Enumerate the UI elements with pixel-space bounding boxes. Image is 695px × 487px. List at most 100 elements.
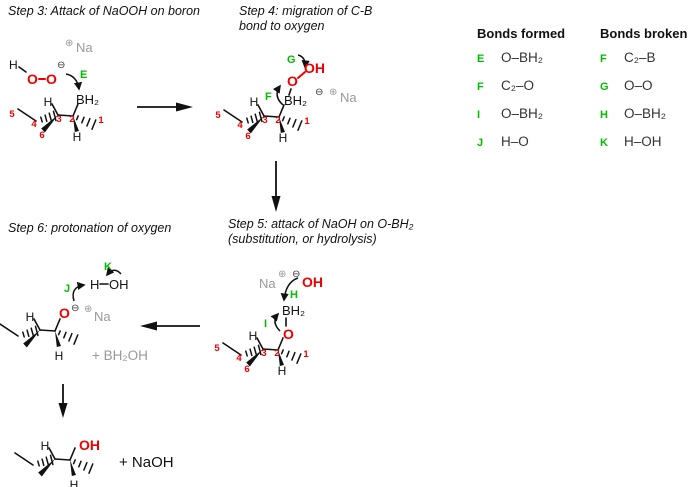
sodium-plus-charge: ⊕ [65,38,73,49]
carbon-number-4: 4 [236,353,242,364]
water-oh-label: OH [109,277,129,292]
curved-arrow-k [105,267,122,277]
step5-title-line1: Step 5: attack of NaOH on O-BH₂ [228,217,414,231]
step4-title-line2: bond to oxygen [239,19,325,33]
curved-arrow-j-label: J [64,283,70,295]
product-oh-label: OH [79,437,100,453]
bonds-broken-table: Bonds broken F C₂–B G O–O H O–BH₂ K H–OH [600,26,687,162]
bond-key: I [477,109,481,121]
peroxide-o1: O [27,71,38,87]
carbon-number-4: 4 [237,120,243,131]
curved-arrow-f-label: F [265,91,272,103]
reaction-arrow-left [140,321,200,331]
curved-arrow-e [65,73,83,91]
curved-arrow-i [270,312,281,332]
table-row: I O–BH₂ [477,106,565,134]
byproduct-label: + BH₂OH [92,348,148,363]
peroxide-h: H [9,58,18,72]
bonds-broken-header: Bonds broken [600,26,688,41]
bond-label: O–O [624,78,653,93]
carbon-number-3: 3 [56,114,61,125]
table-row: G O–O [600,78,687,106]
plus-naoh-label: + NaOH [119,454,174,471]
curved-arrow-i-label: I [264,318,267,330]
alkoxide-oxygen-label: O [59,305,70,321]
bonds-formed-table: Bonds formed E O–BH₂ F C₂–O I O–BH₂ J H–… [477,26,565,162]
borane-label: BH₂ [282,303,305,318]
curved-arrow-f [272,84,284,106]
carbon-number-6: 6 [39,130,44,141]
table-row: E O–BH₂ [477,50,565,78]
sodium-plus-charge: ⊕ [329,87,337,98]
h-o-bond [18,66,27,73]
table-row: K H–OH [600,134,687,162]
carbon-number-4: 4 [31,119,37,130]
bond-label: C₂–B [624,50,656,65]
sodium-plus-charge: ⊕ [84,304,92,315]
carbon-number-5: 5 [9,109,15,120]
borane-label: BH₂ [284,93,307,108]
step5-title: Step 5: attack of NaOH on O-BH₂ (substit… [228,217,413,247]
step4-structure: G OH O F BH₂ ⊖ ⊕ Na H H 5 4 3 2 1 6 [215,54,357,145]
curved-arrow-h-label: H [290,289,298,301]
carbon-number-1: 1 [303,349,309,360]
sodium-cation-label: Na [94,309,111,324]
water-h-label: H [90,277,99,292]
carbon-number-3: 3 [261,348,266,359]
o-b-bond [288,88,292,96]
carbon-number-1: 1 [304,116,310,127]
reaction-arrow-right [137,102,193,112]
carbon-number-6: 6 [245,131,250,142]
c3-h-label: H [44,95,53,109]
step6-title: Step 6: protonation of oxygen [8,221,172,235]
step6-skeleton [0,318,79,349]
step3-structure: ⊕ Na H O O ⊖ E BH₂ H H 5 4 3 2 1 6 [9,38,104,144]
sodium-cation-label: Na [259,276,276,291]
bond-label: H–O [501,134,529,149]
bond-label: O–BH₂ [624,106,667,121]
curved-arrow-e-label: E [80,69,87,81]
c2-h-label: H [279,131,288,145]
curved-arrow-k-label: K [104,261,112,273]
c2-h-label: H [70,478,79,487]
step5-structure: Na ⊕ ⊖ OH H BH₂ I O H H 5 4 3 2 1 6 [214,269,323,378]
product-structure: H OH H + NaOH [14,437,174,487]
step5-title-line2: (substitution, or hydrolysis) [228,232,377,246]
c2-h-label: H [278,364,287,378]
table-row: F C₂–B [600,50,687,78]
bond-label: C₂–O [501,78,534,93]
curved-arrow-j [72,281,86,302]
table-row: F C₂–O [477,78,565,106]
carbon-number-5: 5 [215,110,221,121]
carbon-number-6: 6 [244,364,249,375]
minus-charge: ⊖ [57,60,65,71]
c2-h-label: H [55,349,64,363]
minus-charge: ⊖ [315,87,323,98]
sodium-cation-label: Na [76,40,93,55]
carbon-number-2: 2 [274,348,279,359]
step4-title: Step 4: migration of C-B bond to oxygen [239,4,372,34]
carbon-number-3: 3 [262,115,267,126]
carbon-number-1: 1 [98,115,104,126]
bond-key: J [477,137,484,149]
step6-structure: K H OH J O ⊖ ⊕ Na + BH₂OH H H [0,261,148,363]
step4-title-line1: Step 4: migration of C-B [239,4,373,18]
c3-h-label: H [26,310,35,324]
carbon-number-2: 2 [275,115,280,126]
bond-label: O–BH₂ [501,106,544,121]
bond-key: H [600,109,608,121]
bond-key: F [477,81,484,93]
c3-h-label: H [250,95,259,109]
step3-title: Step 3: Attack of NaOOH on boron [8,4,200,18]
bond-key: E [477,53,485,65]
hydroxyl-label: OH [304,60,325,76]
c3-h-label: H [41,439,50,453]
curved-arrow-g-label: G [287,54,296,66]
oxygen-label: O [287,73,298,89]
c2-h-label: H [73,130,82,144]
minus-charge: ⊖ [71,303,79,314]
bonds-formed-header: Bonds formed [477,26,566,41]
reaction-arrow-down-1 [271,161,281,212]
bond-label: H–OH [624,134,662,149]
